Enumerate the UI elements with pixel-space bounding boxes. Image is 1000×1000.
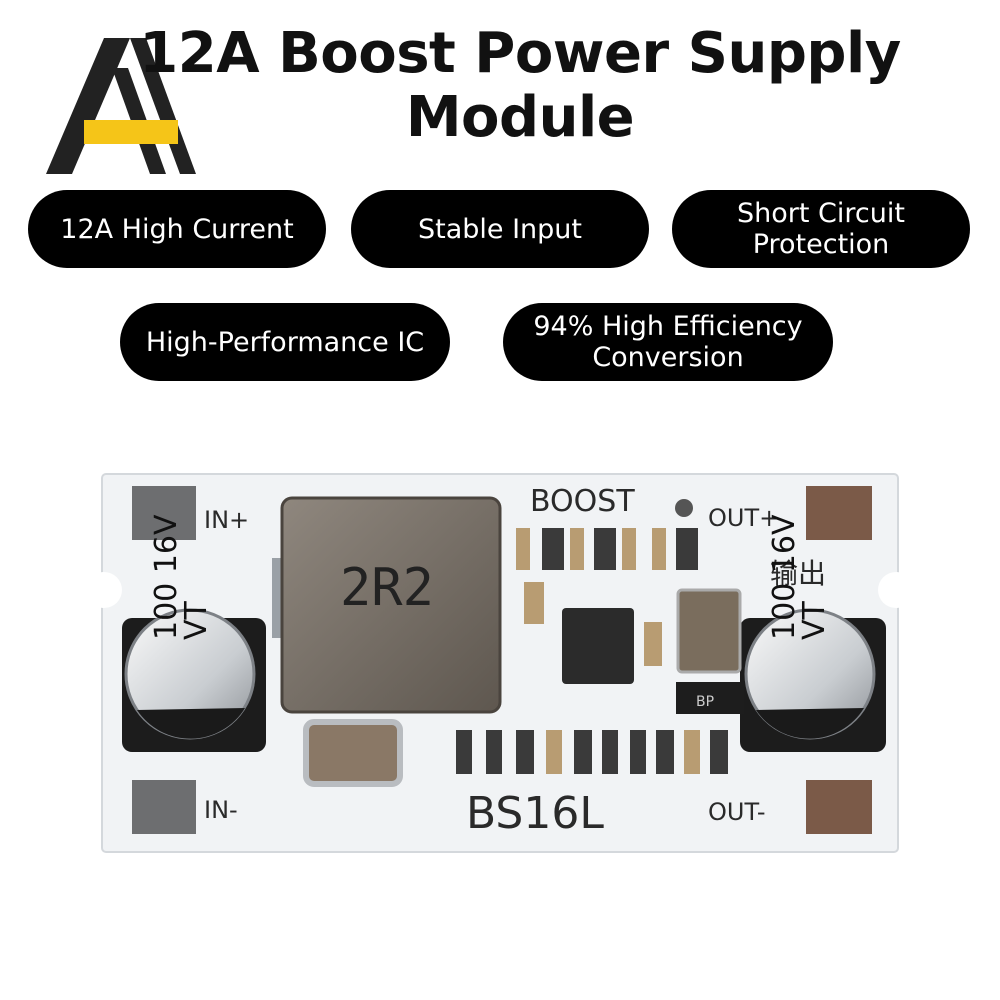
feature-pill-high-performance-ic: High-Performance IC	[120, 303, 450, 381]
page-title: 12A Boost Power Supply Module	[100, 22, 940, 150]
silkscreen-in-minus: IN-	[204, 796, 238, 824]
silkscreen-output-chinese: 输出	[770, 557, 827, 590]
silkscreen-out-plus: OUT+	[708, 504, 780, 532]
silkscreen-in-plus: IN+	[204, 506, 250, 534]
title-line-1: 12A Boost Power Supply	[139, 21, 901, 86]
silkscreen-boost: BOOST	[530, 484, 635, 519]
title-line-2: Module	[405, 85, 635, 150]
capacitor-left-marking: 100 16V VT	[149, 514, 214, 640]
capacitor-right-marking: 100 16V VT	[767, 514, 832, 640]
diode-marking: BP	[696, 694, 715, 710]
pcb-module-image	[100, 473, 900, 853]
feature-pill-high-current: 12A High Current	[28, 190, 326, 268]
brand-logo-icon	[46, 38, 196, 174]
silkscreen-model: BS16L	[466, 788, 604, 839]
feature-pill-short-circuit: Short Circuit Protection	[672, 190, 970, 268]
silkscreen-out-minus: OUT-	[708, 798, 766, 826]
feature-pill-stable-input: Stable Input	[351, 190, 649, 268]
inductor-marking: 2R2	[340, 558, 434, 618]
feature-pill-efficiency: 94% High Efficiency Conversion	[503, 303, 833, 381]
